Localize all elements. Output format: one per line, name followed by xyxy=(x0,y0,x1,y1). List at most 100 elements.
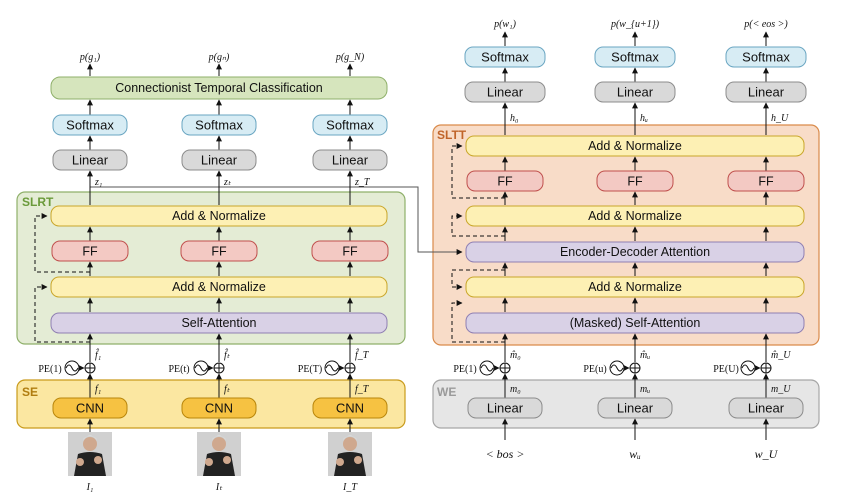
left-col-3-signer-image-hair xyxy=(343,435,357,440)
left-col-3-f: f_T xyxy=(355,384,370,395)
left-col-3-softmax xyxy=(312,114,388,136)
right-col-1-softmax xyxy=(464,46,546,68)
right-col-1-m: m₀ xyxy=(510,384,521,395)
left-col-1-signer-image-hand-l xyxy=(76,458,84,466)
right-col-2-pe-label: PE(u) xyxy=(583,364,606,375)
right-col-2-linear xyxy=(594,81,676,103)
right-residual-4 xyxy=(451,300,505,343)
right-col-1-linear-label: Linear xyxy=(487,85,524,100)
left-col-1-linear xyxy=(52,149,128,171)
slrt-section xyxy=(16,191,406,345)
right-add-norm-3-label: Add & Normalize xyxy=(588,280,682,294)
left-col-2-linear xyxy=(181,149,257,171)
left-col-3-ff-label: FF xyxy=(342,245,358,259)
right-col-1-sine-wave xyxy=(480,364,494,372)
left-col-1-signer-image-hair xyxy=(83,435,97,440)
right-col-3-m-hat: m̂_U xyxy=(771,350,791,361)
right-col-3-input: w_U xyxy=(755,447,779,461)
left-col-3-signer-image-head xyxy=(343,437,357,451)
left-add-norm-bottom-label: Add & Normalize xyxy=(172,280,266,294)
right-col-3-ff-label: FF xyxy=(758,175,774,189)
masked-attention-label: (Masked) Self-Attention xyxy=(570,316,701,330)
right-col-2-linear-label: Linear xyxy=(617,85,654,100)
right-col-3: p(< eos >)SoftmaxLinearh_UFFm̂_UPE(U)m_U… xyxy=(713,19,807,461)
right-col-2-softmax xyxy=(594,46,676,68)
left-col-1-softmax-label: Softmax xyxy=(66,118,114,133)
right-col-3-embed-linear xyxy=(728,397,804,419)
right-col-1-ff-label: FF xyxy=(497,175,513,189)
left-col-3-sine-wave xyxy=(325,364,339,372)
right-col-2-output: p(w_{u+1}) xyxy=(610,19,660,30)
right-col-2-m: mᵤ xyxy=(640,384,650,395)
left-col-2-signer-image xyxy=(197,432,241,476)
left-col-3-linear-label: Linear xyxy=(332,153,369,168)
right-col-1-linear xyxy=(464,81,546,103)
right-residual-1 xyxy=(451,143,505,199)
right-col-2-ff xyxy=(596,170,674,192)
left-col-2-signer-image-hand-r xyxy=(223,456,231,464)
left-col-2-cnn xyxy=(181,397,257,419)
sltt-section xyxy=(432,124,820,346)
left-residual-bottom xyxy=(34,284,90,343)
right-col-3-linear xyxy=(725,81,807,103)
right-col-1-input: < bos > xyxy=(486,447,525,461)
left-col-2-linear-label: Linear xyxy=(201,153,238,168)
left-col-2-sine-wave xyxy=(194,364,208,372)
self-attention-label: Self-Attention xyxy=(181,316,256,330)
right-col-1-m-hat: m̂₀ xyxy=(510,350,521,361)
right-col-2-m-hat: m̂ᵤ xyxy=(640,350,650,361)
right-add-norm-2 xyxy=(465,205,805,227)
left-col-3-softmax-label: Softmax xyxy=(326,118,374,133)
left-col-1-ff xyxy=(51,240,129,262)
left-col-1-sine-wave xyxy=(65,364,79,372)
right-col-3-linear-label: Linear xyxy=(748,85,785,100)
left-col-2-signer-image-head xyxy=(212,437,226,451)
left-col-3-cnn-label: CNN xyxy=(336,401,364,416)
left-col-1-cnn xyxy=(52,397,128,419)
right-col-1-ff xyxy=(466,170,544,192)
right-col-2-softmax-label: Softmax xyxy=(611,50,659,65)
left-col-1-signer-image xyxy=(68,432,112,476)
right-col-1-output: p(w₁) xyxy=(493,19,516,30)
right-add-norm-3 xyxy=(465,276,805,298)
we-label: WE xyxy=(437,385,456,399)
left-col-2-pe-label: PE(t) xyxy=(168,364,189,375)
enc-dec-attention-label: Encoder-Decoder Attention xyxy=(560,245,710,259)
left-col-3-z: z_T xyxy=(354,177,371,188)
left-col-3-linear xyxy=(312,149,388,171)
right-add-norm-2-label: Add & Normalize xyxy=(588,209,682,223)
left-col-2-cnn-label: CNN xyxy=(205,401,233,416)
left-col-2-softmax-label: Softmax xyxy=(195,118,243,133)
right-col-1-pe-label: PE(1) xyxy=(453,364,476,375)
left-col-2-ff xyxy=(180,240,258,262)
right-col-3-output: p(< eos >) xyxy=(743,19,788,30)
left-col-3-ff xyxy=(311,240,389,262)
right-add-norm-1-label: Add & Normalize xyxy=(588,139,682,153)
encoder-to-decoder-arrow xyxy=(90,186,463,255)
right-col-3-softmax xyxy=(725,46,807,68)
left-col-1-signer-image-hand-r xyxy=(94,456,102,464)
sltt-label: SLTT xyxy=(437,128,467,142)
left-col-1-pe-label: PE(1) xyxy=(38,364,61,375)
left-col-2-output: p(gₙ) xyxy=(208,52,230,63)
right-col-3-softmax-label: Softmax xyxy=(742,50,790,65)
left-col-1-cnn-label: CNN xyxy=(76,401,104,416)
left-col-3-pe-label: PE(T) xyxy=(298,364,322,375)
left-col-1-f-hat: f̂₁ xyxy=(95,348,101,361)
right-col-3-ff xyxy=(727,170,805,192)
right-col-3-h: h_U xyxy=(771,113,789,124)
left-col-3-cnn xyxy=(312,397,388,419)
left-col-3-f-hat: f̂_T xyxy=(355,348,370,361)
left-col-2-image-label: Iₜ xyxy=(215,482,223,493)
right-col-1-embed-linear-label: Linear xyxy=(487,401,524,416)
right-col-1-h: h₀ xyxy=(510,113,519,124)
right-col-1-softmax-label: Softmax xyxy=(481,50,529,65)
left-col-3-output: p(g_N) xyxy=(335,52,365,63)
se-label: SE xyxy=(22,385,38,399)
left-col-2-f: fₜ xyxy=(224,384,231,395)
left-col-1-image-label: I₁ xyxy=(86,482,94,493)
